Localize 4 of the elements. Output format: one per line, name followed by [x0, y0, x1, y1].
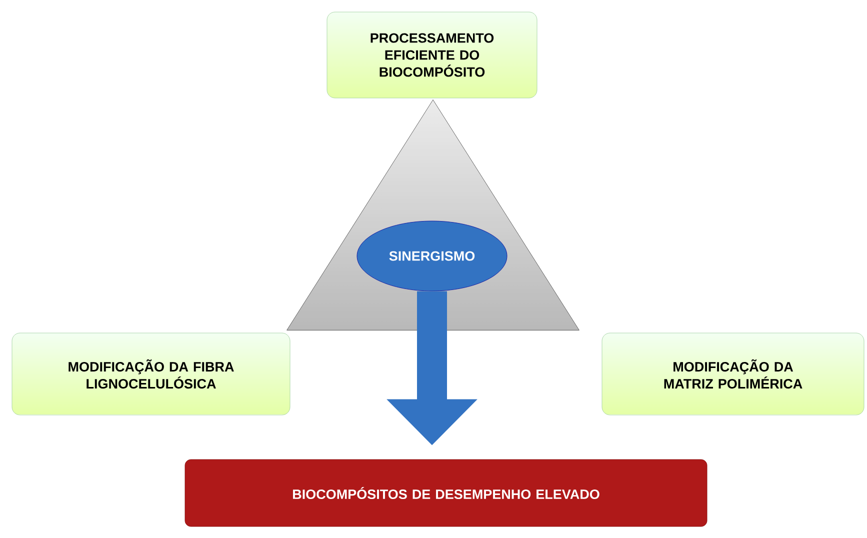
text-box: MODIFICAÇÃO DA MATRIZ POLIMÉRICA	[602, 332, 864, 416]
text-box: MODIFICAÇÃO DA FIBRA LIGNOCELULÓSICA	[12, 332, 290, 416]
text-box: PROCESSAMENTO EFICIENTE DO BIOCOMPÓSITO	[326, 12, 538, 98]
result-box: BIOCOMPÓSITOS DE DESEMPENHO ELEVADO	[184, 459, 708, 527]
